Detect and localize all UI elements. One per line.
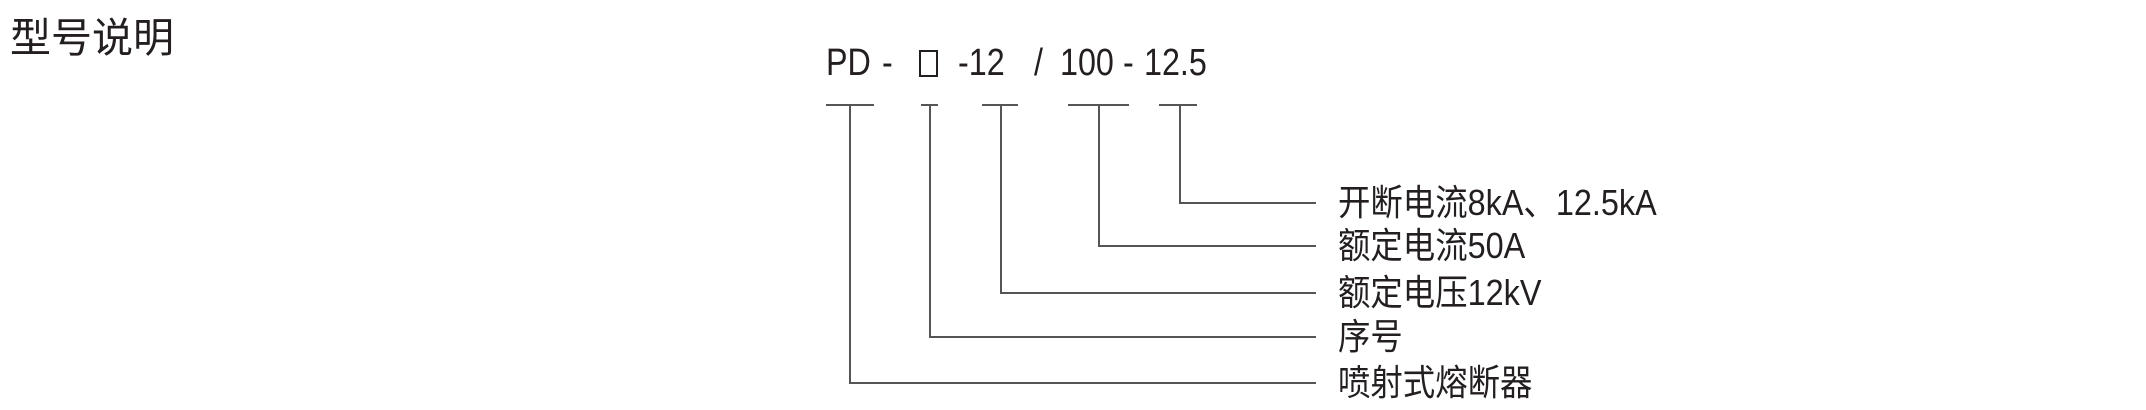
code-dash: - [1123,42,1134,84]
code-prefix: PD [826,42,871,84]
code-breaking: 12.5 [1144,42,1207,84]
code-current: 100 [1060,42,1114,84]
code-slash: / [1034,42,1043,84]
code-placeholder-box [919,50,938,77]
code-dash: - [882,42,893,84]
label-serial: 序号 [1338,316,1403,357]
section-title: 型号说明 [10,15,174,61]
label-rated-current: 额定电流50A [1338,225,1526,266]
leader-breaking [1179,105,1316,204]
label-fuse-type: 喷射式熔断器 [1338,362,1533,403]
leader-fuse-type [849,105,1316,384]
leader-voltage [1000,105,1316,294]
leader-serial [929,105,1316,338]
leader-current [1098,105,1316,247]
label-breaking-current: 开断电流8kA、12.5kA [1338,182,1657,223]
label-rated-voltage: 额定电压12kV [1338,272,1542,313]
code-voltage: -12 [958,42,1005,84]
